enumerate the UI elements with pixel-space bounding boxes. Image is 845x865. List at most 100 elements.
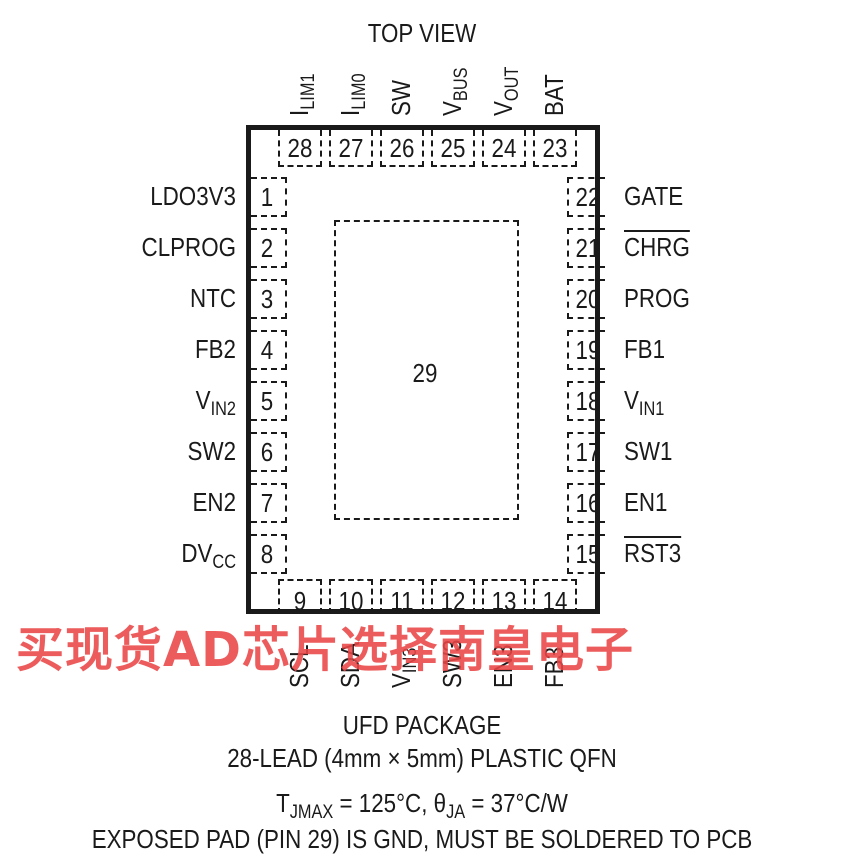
pin-pad-bottom: 14 xyxy=(533,579,577,614)
pin-pad-left: 3 xyxy=(251,279,287,319)
pin-number: 19 xyxy=(575,335,601,365)
pin-number: 27 xyxy=(338,133,364,163)
pin-label-text: RST3 xyxy=(624,538,682,568)
pin-label-right: CHRG xyxy=(624,234,796,260)
pin-number: 26 xyxy=(389,133,415,163)
pin-number: 13 xyxy=(491,586,517,616)
pin-number: 6 xyxy=(260,437,274,467)
pin-label-right: GATE xyxy=(624,183,796,209)
pin-label-top: SW xyxy=(386,79,416,116)
pin-label-top: ILIM0 xyxy=(335,73,370,116)
pin-pad-bottom: 10 xyxy=(329,579,373,614)
pin-number: 14 xyxy=(542,586,568,616)
footer-theta-sub: JA xyxy=(446,802,466,823)
pin-pad-left: 6 xyxy=(251,432,287,472)
pin-pad-right: 17 xyxy=(567,432,605,472)
pin-pad-bottom: 13 xyxy=(482,579,526,614)
pin-label-right: PROG xyxy=(624,285,796,311)
pin-number: 7 xyxy=(260,488,274,518)
pin-label-top: VOUT xyxy=(488,67,523,116)
pin-label-sub: IN2 xyxy=(210,399,236,420)
pin-pad-left: 4 xyxy=(251,330,287,370)
footer-t: T xyxy=(276,788,290,818)
pin-pad-right: 20 xyxy=(567,279,605,319)
pin-label-text: PROG xyxy=(624,283,690,313)
pin-label-text: V xyxy=(437,101,467,116)
pin-pad-left: 5 xyxy=(251,381,287,421)
pin-label-sub: IN1 xyxy=(638,399,665,420)
pin-label-left: SW2 xyxy=(67,438,236,464)
pin-label-right: VIN1 xyxy=(624,387,796,419)
pin-number: 24 xyxy=(491,133,517,163)
pin-label-right: SW1 xyxy=(624,438,796,464)
pin-label-text: EN2 xyxy=(192,487,236,517)
pin-pad-top: 26 xyxy=(380,130,424,167)
pin-label-left: LDO3V3 xyxy=(67,183,236,209)
pin-pad-top: 24 xyxy=(482,130,526,167)
pin-number: 10 xyxy=(338,586,364,616)
pin-pad-right: 22 xyxy=(567,177,605,217)
pin-label-text: FB2 xyxy=(194,334,236,364)
pin-label-text: CLPROG xyxy=(141,232,236,262)
pin-label-text: EN1 xyxy=(624,487,668,517)
pin-label-text: SW2 xyxy=(187,436,236,466)
pin-label-sub: BUS xyxy=(451,67,472,102)
pin-number: 11 xyxy=(390,586,414,616)
pin-label-left: CLPROG xyxy=(67,234,236,260)
pin-number: 17 xyxy=(575,437,601,467)
pin-number: 2 xyxy=(260,233,274,263)
pin-number: 9 xyxy=(293,586,307,616)
pin-label-sub: OUT xyxy=(502,66,523,102)
pin-label-sub: LIM1 xyxy=(298,73,319,110)
pin-number: 8 xyxy=(260,539,274,569)
pin-label-sub: LIM0 xyxy=(349,73,370,110)
pin-label-text: V xyxy=(488,101,518,116)
pin-label-text: LDO3V3 xyxy=(150,181,236,211)
pin-pad-right: 21 xyxy=(567,228,605,268)
diagram-title: TOP VIEW xyxy=(367,18,477,48)
pin-number: 22 xyxy=(575,182,601,212)
pin-number: 1 xyxy=(260,182,274,212)
pin-pad-right: 15 xyxy=(567,534,605,574)
pin-number: 28 xyxy=(287,133,313,163)
pin-pad-top: 27 xyxy=(329,130,373,167)
pin-pad-top: 25 xyxy=(431,130,475,167)
pin-label-left: FB2 xyxy=(67,336,236,362)
pin-label-text: V xyxy=(195,385,211,415)
pin-label-text: CHRG xyxy=(624,232,690,262)
pin-label-sub: CC xyxy=(212,552,236,573)
exposed-pad-number: 29 xyxy=(412,358,438,388)
pin-label-top: ILIM1 xyxy=(284,73,319,116)
watermark-text: 买现货AD芯片选择南皇电子 xyxy=(16,622,634,678)
pin-label-text: FB1 xyxy=(624,334,666,364)
footer-end: = 37°C/W xyxy=(465,788,568,818)
footer-lead-info: 28-LEAD (4mm × 5mm) PLASTIC QFN xyxy=(227,743,617,773)
pin-pad-bottom: 12 xyxy=(431,579,475,614)
footer-thermal: TJMAX = 125°C, θJA = 37°C/W xyxy=(207,788,637,822)
pin-pad-right: 19 xyxy=(567,330,605,370)
pin-label-text: SW xyxy=(386,79,416,116)
pin-pad-bottom: 11 xyxy=(380,579,424,614)
pin-label-left: EN2 xyxy=(67,489,236,515)
pin-number: 12 xyxy=(440,586,466,616)
pin-number: 16 xyxy=(575,488,601,518)
pin-number: 4 xyxy=(260,335,274,365)
pin-label-left: DVCC xyxy=(67,540,236,572)
pin-label-right: RST3 xyxy=(624,540,796,566)
pin-number: 3 xyxy=(260,284,274,314)
pin-number: 23 xyxy=(542,133,568,163)
pin-label-text: NTC xyxy=(190,283,236,313)
footer-mid: = 125°C, θ xyxy=(333,788,447,818)
pin-number: 15 xyxy=(575,539,601,569)
pin-label-left: VIN2 xyxy=(67,385,236,419)
pin-pad-left: 7 xyxy=(251,483,287,523)
pin-number: 21 xyxy=(575,233,601,263)
exposed-pad xyxy=(334,220,519,520)
pin-label-top: BAT xyxy=(539,74,569,116)
pin-pad-left: 2 xyxy=(251,228,287,268)
pin-label-text: I xyxy=(335,109,365,116)
footer-exposed-pad-note: EXPOSED PAD (PIN 29) IS GND, MUST BE SOL… xyxy=(91,824,753,854)
pin-label-right: EN1 xyxy=(624,489,796,515)
footer-t-sub: JMAX xyxy=(289,802,334,823)
pin-number: 25 xyxy=(440,133,466,163)
